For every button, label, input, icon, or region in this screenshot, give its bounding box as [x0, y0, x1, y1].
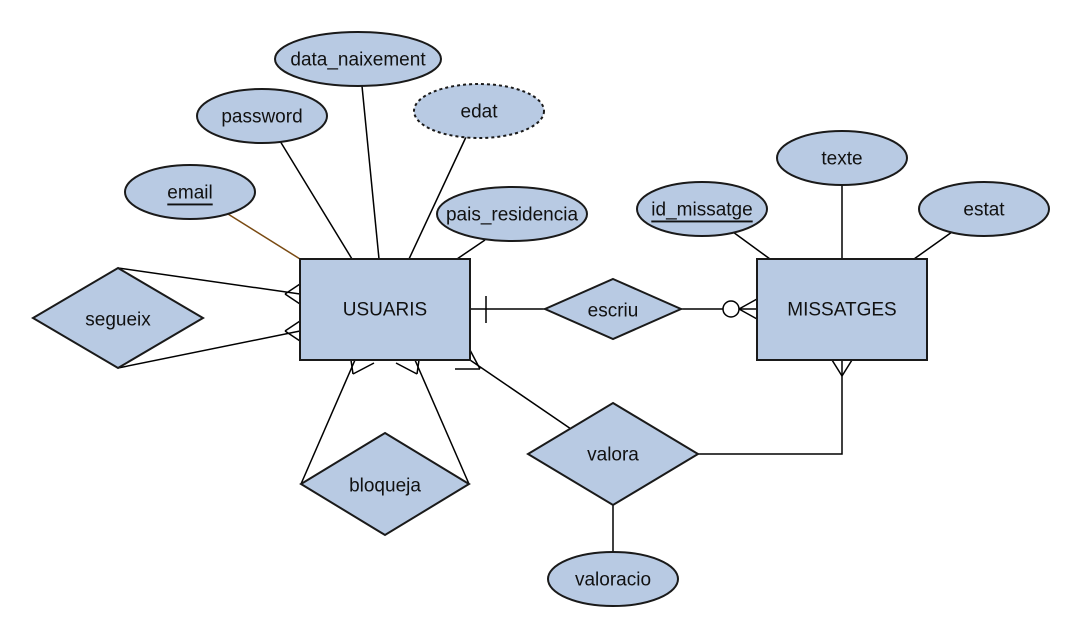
entity-usuaris[interactable]: USUARIS	[299, 258, 471, 361]
edge-valora-missatges	[698, 360, 843, 455]
relationship-label: segueix	[85, 310, 151, 331]
attribute-ellipse[interactable]	[776, 130, 908, 186]
attribute-ellipse-derived[interactable]	[413, 83, 545, 139]
attribute-ellipse[interactable]	[636, 181, 768, 237]
attribute-pais_residencia[interactable]: pais_residencia	[436, 186, 588, 242]
attribute-label: valoracio	[575, 570, 651, 591]
relationship-valora[interactable]: valora	[526, 401, 700, 507]
relationship-escriu[interactable]: escriu	[542, 277, 684, 341]
entity-box[interactable]	[756, 258, 928, 361]
attribute-ellipse[interactable]	[196, 88, 328, 144]
zero-or-many-escriu	[722, 298, 758, 320]
crows-foot-bloqueja-2	[395, 359, 420, 375]
entity-label: MISSATGES	[787, 300, 896, 321]
edges	[117, 85, 953, 552]
attribute-ellipse[interactable]	[274, 31, 442, 87]
relationship-diamond[interactable]	[31, 266, 205, 370]
edge-bloqueja-usuaris-2	[414, 359, 470, 485]
relationship-diamond[interactable]	[542, 277, 684, 341]
edge-email-usuaris	[227, 213, 301, 260]
attribute-estat[interactable]: estat	[918, 181, 1050, 237]
attribute-ellipse[interactable]	[124, 164, 256, 220]
attribute-label: texte	[821, 149, 862, 170]
relationship-label: escriu	[588, 301, 639, 322]
attribute-ellipse[interactable]	[918, 181, 1050, 237]
crows-foot-segueix-1	[284, 283, 301, 305]
entity-box[interactable]	[299, 258, 471, 361]
edge-usuaris-valora	[469, 359, 572, 430]
edge-edat-usuaris	[408, 136, 467, 260]
relationship-label: bloqueja	[349, 476, 421, 497]
attribute-label: estat	[963, 200, 1005, 221]
attribute-label: data_naixement	[290, 50, 426, 71]
attribute-label: password	[221, 107, 302, 128]
crows-foot-segueix-2	[284, 320, 301, 342]
entity-label: USUARIS	[343, 300, 427, 321]
crows-foot-bloqueja-1	[350, 359, 375, 375]
attribute-data_naixement[interactable]: data_naixement	[274, 31, 442, 87]
edge-estat-missatges	[913, 231, 953, 260]
attribute-edat[interactable]: edat	[413, 83, 545, 139]
edge-data_naixement-usuaris	[361, 85, 380, 260]
relationship-label: valora	[587, 445, 639, 466]
attribute-ellipse[interactable]	[547, 551, 679, 607]
attribute-label: edat	[461, 102, 499, 123]
attribute-id_missatge[interactable]: id_missatge	[636, 181, 768, 237]
crows-foot-valora-missatges	[831, 359, 853, 377]
edge-bloqueja-usuaris-1	[300, 359, 356, 485]
relationship-segueix[interactable]: segueix	[31, 266, 205, 370]
attribute-valoracio[interactable]: valoracio	[547, 551, 679, 607]
edge-segueix-usuaris-2	[117, 330, 301, 369]
cardinality-markers	[284, 283, 853, 377]
edge-segueix-usuaris-1	[117, 267, 301, 295]
attribute-label: pais_residencia	[446, 205, 578, 226]
attribute-label: id_missatge	[651, 200, 752, 221]
relationship-diamond[interactable]	[299, 431, 471, 537]
edge-password-usuaris	[279, 140, 353, 260]
attribute-password[interactable]: password	[196, 88, 328, 144]
attribute-ellipse[interactable]	[436, 186, 588, 242]
attribute-texte[interactable]: texte	[776, 130, 908, 186]
entity-missatges[interactable]: MISSATGES	[756, 258, 928, 361]
edge-id_missatge-missatges	[732, 231, 771, 260]
relationship-bloqueja[interactable]: bloqueja	[299, 431, 471, 537]
attribute-email[interactable]: email	[124, 164, 256, 220]
relationship-diamond[interactable]	[526, 401, 700, 507]
edge-pais_residencia-usuaris	[456, 239, 486, 260]
crows-foot-valora-usuaris	[455, 349, 481, 370]
attribute-label: email	[167, 183, 212, 204]
